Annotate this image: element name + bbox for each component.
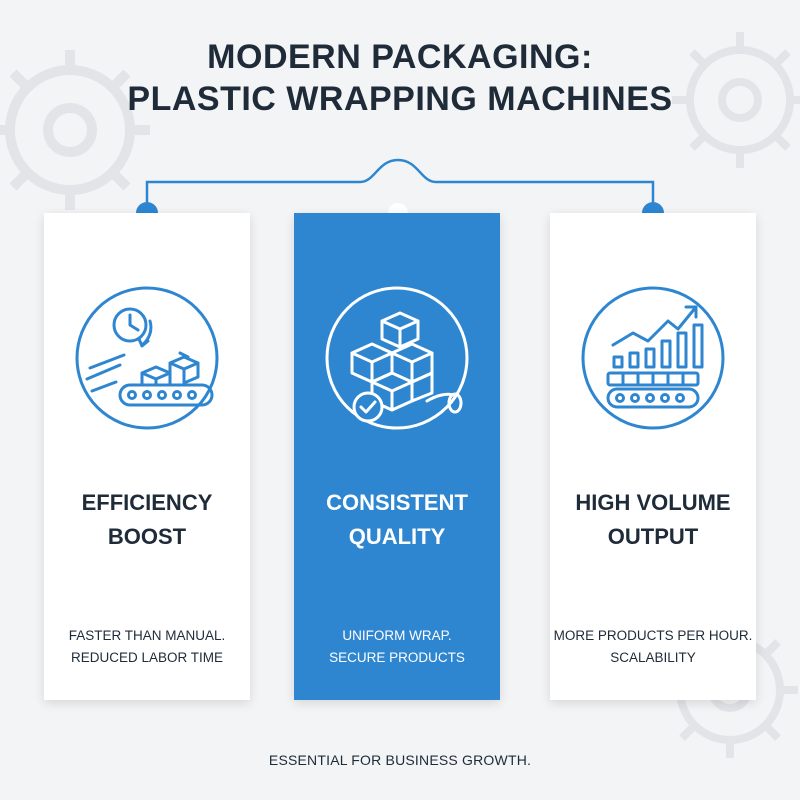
desc-line-1: UNIFORM WRAP. [342, 628, 452, 643]
card-description: FASTER THAN MANUAL. REDUCED LABOR TIME [44, 625, 250, 669]
heading-line-2: OUTPUT [607, 524, 699, 549]
background-gear-icon [672, 32, 800, 168]
heading-line-2: QUALITY [348, 524, 446, 549]
desc-line-2: SECURE PRODUCTS [329, 650, 465, 665]
card-description: MORE PRODUCTS PER HOUR. SCALABILITY [550, 625, 756, 669]
footer-tagline: ESSENTIAL FOR BUSINESS GROWTH. [268, 752, 532, 768]
card-heading: CONSISTENT QUALITY [294, 486, 500, 554]
heading-line-1: HIGH VOLUME [575, 490, 731, 515]
card-description: UNIFORM WRAP. SECURE PRODUCTS [294, 625, 500, 669]
card-efficiency: EFFICIENCY BOOST FASTER THAN MANUAL. RED… [44, 213, 250, 700]
desc-line-1: FASTER THAN MANUAL. [68, 628, 226, 643]
card-heading: EFFICIENCY BOOST [44, 486, 250, 554]
desc-line-2: SCALABILITY [610, 650, 696, 665]
title-line-2: PLASTIC WRAPPING MACHINES [127, 80, 673, 118]
conveyor-clock-icon [75, 286, 219, 430]
stacked-boxes-check-icon [325, 286, 469, 430]
heading-line-1: CONSISTENT [326, 490, 468, 515]
heading-line-1: EFFICIENCY [81, 490, 213, 515]
card-volume: HIGH VOLUME OUTPUT MORE PRODUCTS PER HOU… [550, 213, 756, 700]
card-heading: HIGH VOLUME OUTPUT [550, 486, 756, 554]
growth-chart-conveyor-icon [581, 286, 725, 430]
desc-line-2: REDUCED LABOR TIME [70, 650, 224, 665]
title-line-1: MODERN PACKAGING: [207, 38, 593, 76]
page-title: MODERN PACKAGING: PLASTIC WRAPPING MACHI… [0, 36, 800, 120]
card-quality: CONSISTENT QUALITY UNIFORM WRAP. SECURE … [294, 213, 500, 700]
heading-line-2: BOOST [107, 524, 187, 549]
background-gear-icon [0, 50, 150, 210]
desc-line-1: MORE PRODUCTS PER HOUR. [553, 628, 753, 643]
